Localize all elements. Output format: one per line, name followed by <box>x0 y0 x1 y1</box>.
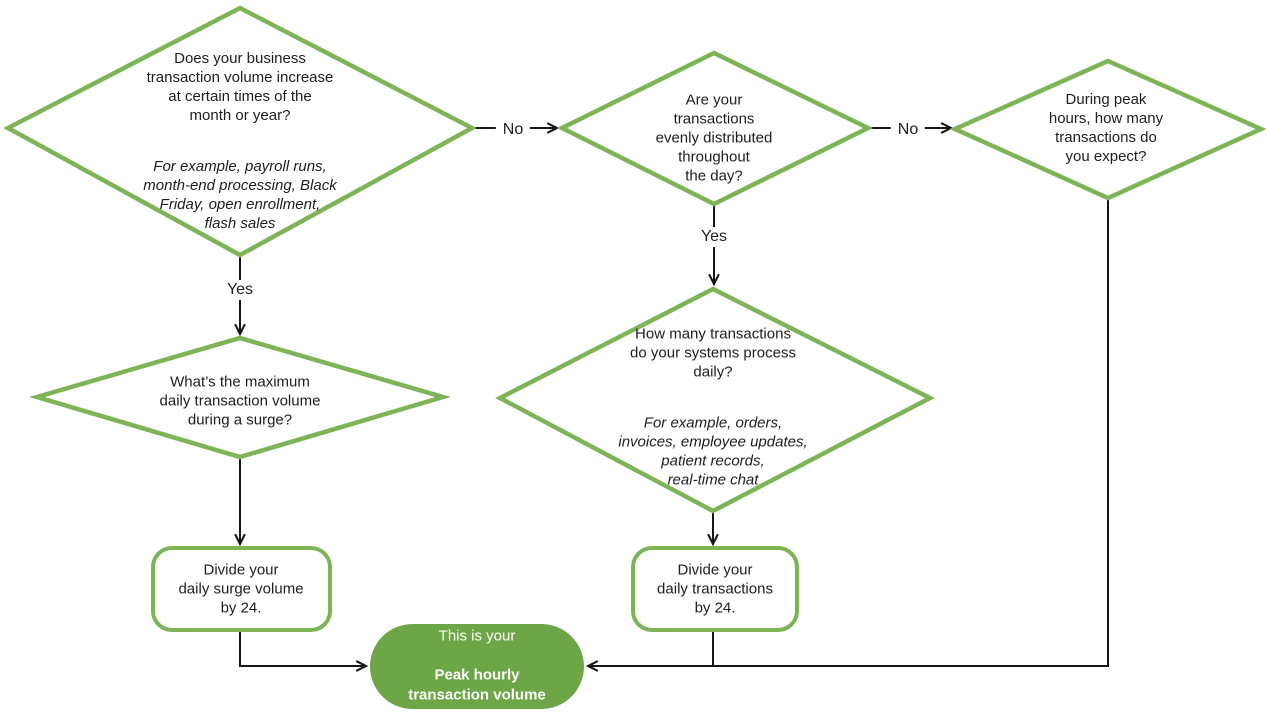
diamond-max-surge-volume <box>29 335 451 460</box>
result-pill <box>370 624 584 709</box>
result-emphasis-text: Peak hourly transaction volume <box>408 666 546 704</box>
step-text: Divide your daily surge volume by 24. <box>178 561 304 617</box>
diamond-peak-hours <box>949 58 1267 201</box>
decision-volume-increase-text: Does your business transaction volume in… <box>105 30 375 252</box>
question-text: Are your transactions evenly distributed… <box>655 91 773 185</box>
diamond-evenly-distributed <box>556 50 874 207</box>
diamond-daily-transactions <box>495 286 935 514</box>
question-text: Does your business transaction volume in… <box>146 50 334 124</box>
question-text: What’s the maximum daily transaction vol… <box>159 373 321 429</box>
step-divide-daily-transactions-text: Divide your daily transactions by 24. <box>635 542 795 637</box>
label-no-1: No <box>495 120 531 140</box>
label-yes-2: Yes <box>693 227 735 247</box>
edge-peak-hours-to-result <box>588 198 1109 666</box>
result-intro-text: This is your <box>438 627 516 645</box>
question-text: How many transactions do your systems pr… <box>630 325 796 381</box>
result-peak-hourly-volume-text: This is your Peak hourly transaction vol… <box>377 608 577 715</box>
decision-evenly-distributed-text: Are your transactions evenly distributed… <box>614 72 814 205</box>
box-divide-surge-volume <box>151 546 332 632</box>
decision-peak-hours-text: During peak hours, how many transactions… <box>1001 71 1211 185</box>
label-yes-1: Yes <box>219 280 261 300</box>
example-text: For example, payroll runs, month-end pro… <box>143 158 337 232</box>
step-text: Divide your daily transactions by 24. <box>657 561 773 617</box>
label-no-2: No <box>890 120 926 140</box>
box-divide-daily-transactions <box>631 546 799 632</box>
decision-max-surge-volume-text: What’s the maximum daily transaction vol… <box>115 354 365 449</box>
question-text: During peak hours, how many transactions… <box>1048 91 1164 165</box>
example-text: For example, orders, invoices, employee … <box>618 414 808 489</box>
edge-divide-surge-to-result <box>239 630 366 666</box>
decision-daily-transactions-text: How many transactions do your systems pr… <box>583 306 843 509</box>
diamond-volume-increase <box>3 5 477 258</box>
step-divide-surge-volume-text: Divide your daily surge volume by 24. <box>156 542 326 637</box>
